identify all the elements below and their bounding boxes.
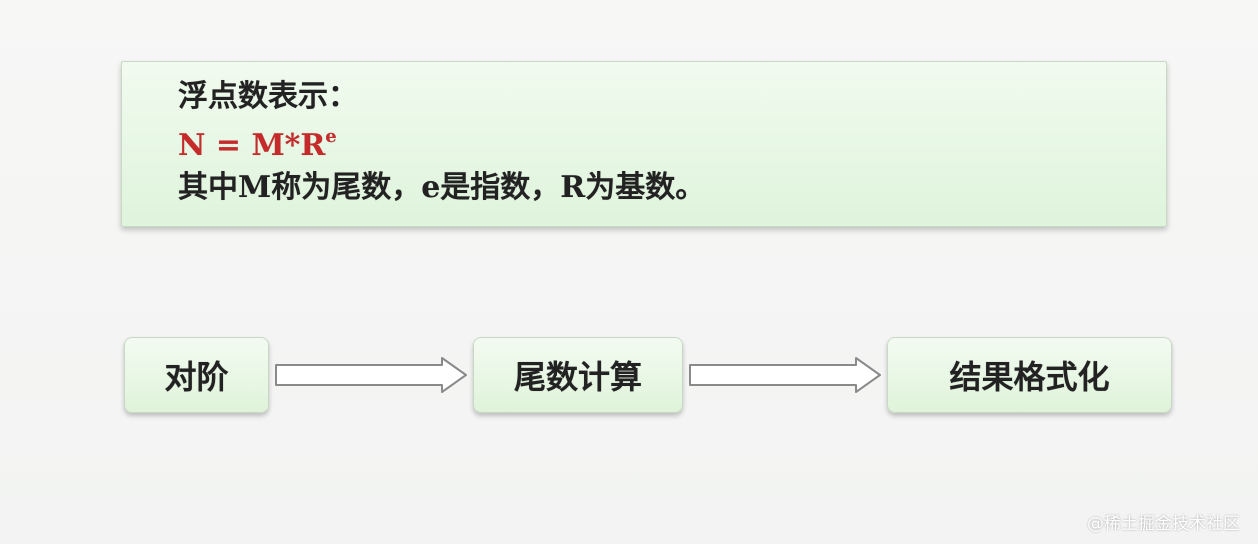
- formula-base: N = M*R: [178, 128, 326, 163]
- definition-description: 其中M称为尾数，e是指数，R为基数。: [178, 170, 706, 205]
- step-align-exponent: 对阶: [124, 337, 269, 413]
- formula-exponent: e: [325, 126, 337, 147]
- flow-arrow-2: [689, 357, 881, 393]
- flow-arrow-1: [275, 357, 467, 393]
- definition-heading: 浮点数表示：: [178, 79, 358, 114]
- watermark: @稀土掘金技术社区: [1087, 514, 1240, 534]
- definition-box: 浮点数表示： N = M*Re 其中M称为尾数，e是指数，R为基数。: [121, 61, 1167, 227]
- step-mantissa-compute: 尾数计算: [473, 337, 683, 413]
- step-result-normalize: 结果格式化: [887, 337, 1172, 413]
- formula: N = M*Re: [178, 118, 1166, 167]
